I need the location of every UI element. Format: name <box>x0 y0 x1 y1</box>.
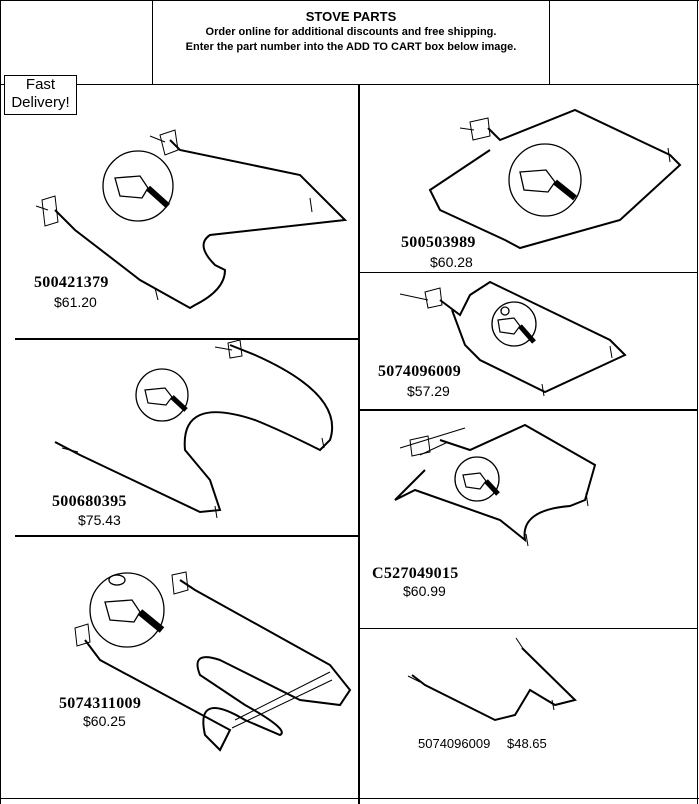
bake-element-5074311009-icon <box>74 571 352 752</box>
right-row-divider-1 <box>360 272 697 273</box>
page-title: STOVE PARTS <box>305 9 397 24</box>
badge-line-1: Fast <box>25 76 56 93</box>
header-left-divider <box>152 0 153 84</box>
part-number-2: 500503989 <box>401 234 476 251</box>
header-right-divider <box>549 0 550 84</box>
bake-element-C527049015-icon <box>394 423 597 547</box>
part-number-5: C527049015 <box>372 565 459 582</box>
part-price-3: $57.29 <box>407 383 450 399</box>
badge-line-2: Delivery! <box>11 94 70 111</box>
part-price-1: $61.20 <box>54 294 97 310</box>
bottom-border <box>0 798 699 799</box>
right-row-divider-3 <box>360 628 697 629</box>
bake-element-5074096009-rod-icon <box>407 637 577 722</box>
part-number-4: 500680395 <box>52 493 127 510</box>
center-divider <box>358 84 360 804</box>
part-number-1: 500421379 <box>34 274 109 291</box>
part-number-7: 5074096009 <box>418 736 491 751</box>
part-price-5: $60.99 <box>403 583 446 599</box>
right-border <box>697 0 698 804</box>
left-row-divider-1 <box>15 338 358 340</box>
bake-element-500421379-icon <box>35 129 348 310</box>
header-line-1: Order online for additional discounts an… <box>205 26 497 38</box>
left-row-divider-2 <box>15 535 358 537</box>
top-border <box>0 0 699 1</box>
part-price-4: $75.43 <box>78 512 121 528</box>
part-price-2: $60.28 <box>430 254 473 270</box>
bake-element-500503989-icon <box>428 108 682 250</box>
header: STOVE PARTS Order online for additional … <box>153 0 549 84</box>
part-price-6: $60.25 <box>83 713 126 729</box>
header-line-2: Enter the part number into the ADD TO CA… <box>185 41 517 53</box>
part-number-6: 5074311009 <box>59 695 142 712</box>
bake-element-5074096009-icon <box>399 280 627 397</box>
header-bottom-border <box>0 84 699 85</box>
right-row-divider-2 <box>360 409 697 411</box>
bake-element-500680395-icon <box>54 339 334 519</box>
fast-delivery-badge: Fast Delivery! <box>4 75 77 115</box>
part-price-7: $48.65 <box>507 736 547 751</box>
part-number-3: 5074096009 <box>378 363 461 380</box>
left-border <box>0 0 1 804</box>
